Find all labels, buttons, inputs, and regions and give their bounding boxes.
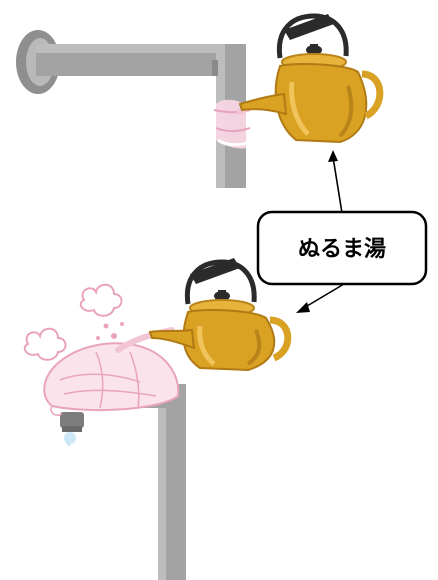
faucet-head [60, 412, 84, 428]
vertical-faucet-bottom [43, 322, 186, 580]
callout-box [256, 210, 428, 286]
callout-label: ぬるま湯 [298, 237, 386, 262]
kettle-icon [238, 13, 384, 144]
steam-cloud-icon [23, 283, 123, 361]
wall-faucet-top [16, 30, 293, 188]
callout-arrow-up [332, 156, 343, 214]
cloth-wrapped-faucet [43, 342, 180, 417]
kettle-icon [148, 258, 292, 372]
callout: ぬるま湯 [256, 150, 428, 313]
callout-arrow-down [301, 283, 345, 310]
